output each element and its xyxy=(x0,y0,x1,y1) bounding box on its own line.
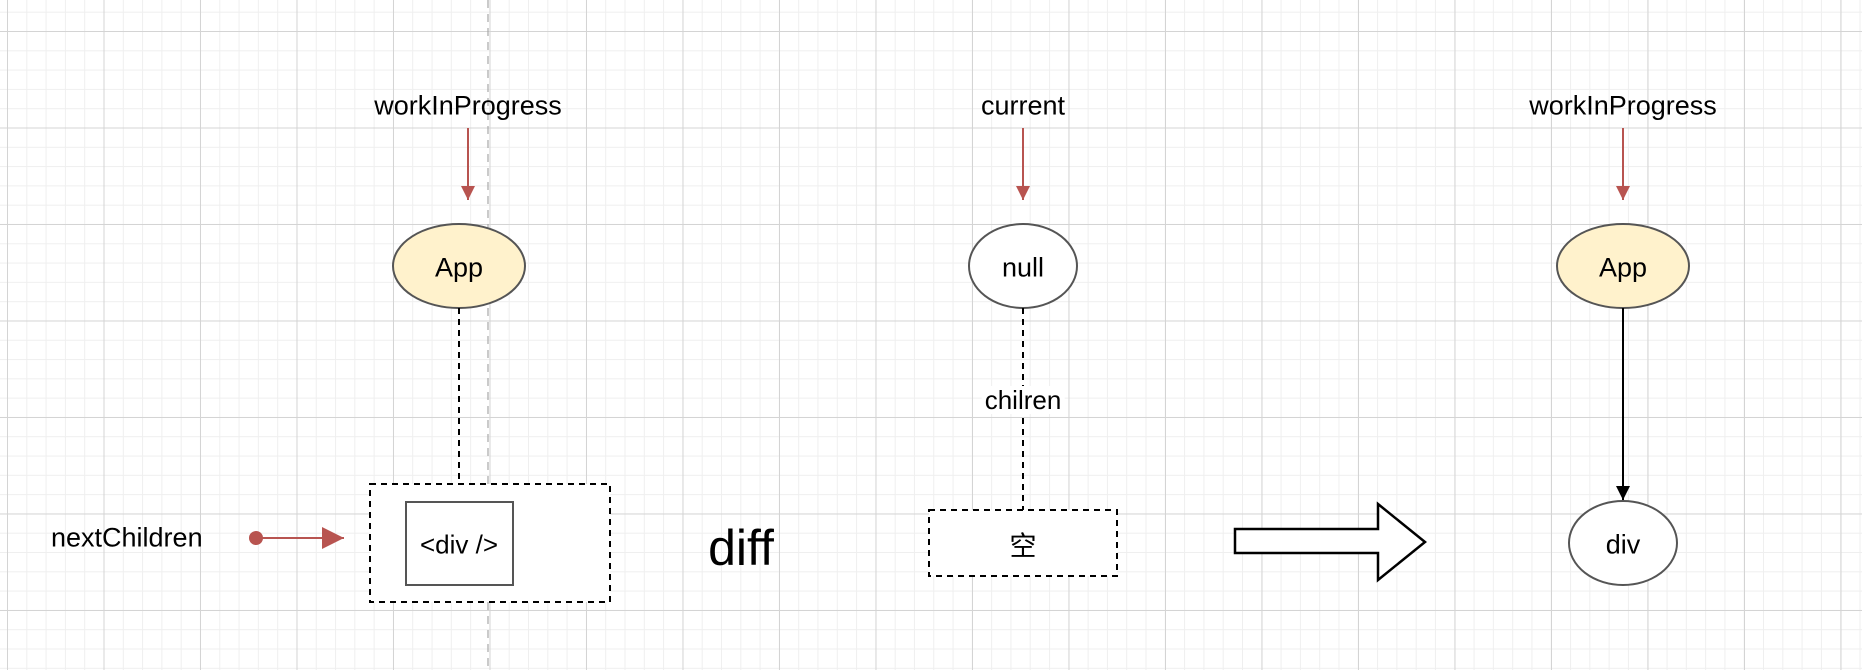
div-node-right[interactable] xyxy=(1568,500,1678,586)
null-node-label: null xyxy=(1001,252,1045,283)
empty-children-label: 空 xyxy=(1009,531,1037,562)
next-children-label: nextChildren xyxy=(51,522,203,553)
wip-pointer-label-right: workInProgress xyxy=(1529,90,1717,121)
next-children-arrow-dot xyxy=(249,531,263,545)
diff-label: diff xyxy=(708,520,774,576)
app-node-label-right: App xyxy=(1598,252,1648,283)
current-pointer-label: current xyxy=(980,90,1066,121)
div-element-box[interactable] xyxy=(405,501,514,586)
div-node-label-right: div xyxy=(1605,529,1641,560)
div-element-label: <div /> xyxy=(419,529,499,560)
empty-children-box[interactable] xyxy=(928,509,1118,577)
app-node-label-left: App xyxy=(434,252,484,283)
transform-arrow xyxy=(1233,501,1427,583)
chilren-edge-label: chilren xyxy=(981,386,1065,414)
wip-pointer-label-left: workInProgress xyxy=(374,90,562,121)
